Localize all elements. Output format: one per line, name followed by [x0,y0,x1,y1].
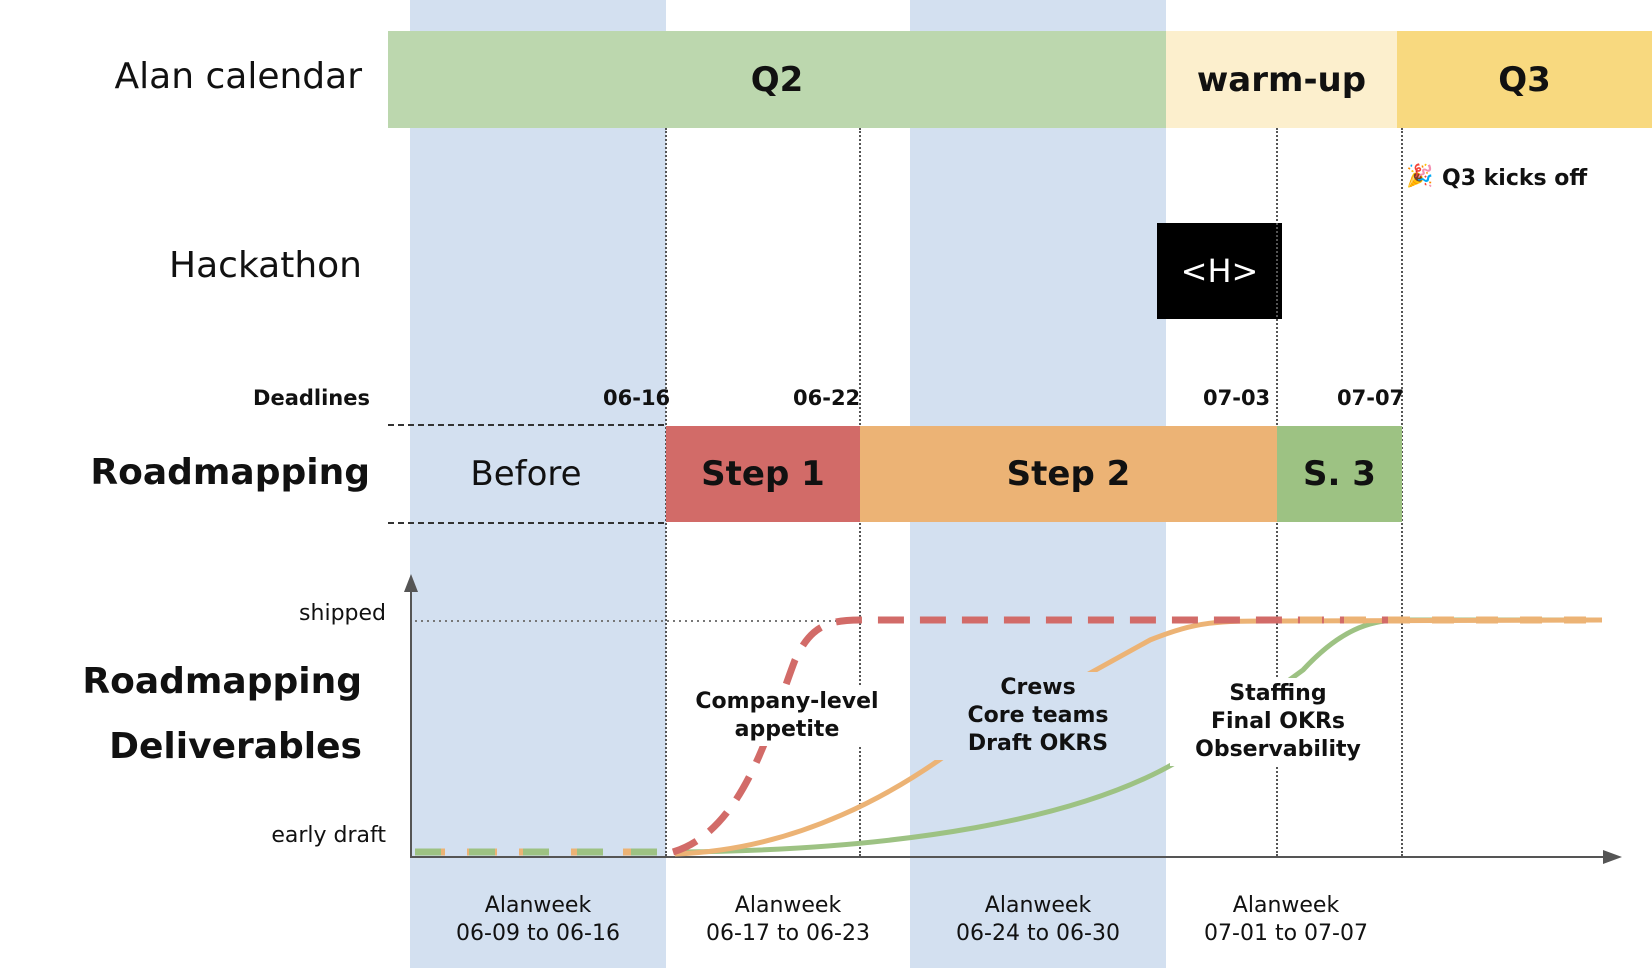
green-deliverable-curve [679,617,1602,855]
deliverables-step2: Crews Core teams Draft OKRS [910,672,1166,760]
week-3-name: Alanweek [984,893,1092,918]
deliverables-step3: Staffing Final OKRs Observability [1170,678,1386,766]
roadmap-step2: Step 2 [860,426,1277,522]
deliverable-crews: Crews [1000,675,1076,700]
y-axis-arrow [404,574,418,592]
deliverable-company-level: Company-level [695,689,879,714]
q3-kickoff-label: Q3 kicks off [1442,166,1588,191]
guide-07-07 [1401,128,1403,856]
week-1-name: Alanweek [484,893,592,918]
deliverable-core-teams: Core teams [967,703,1109,728]
deadline-4: 07-07 [1337,386,1405,410]
week-label-4: Alanweek 07-01 to 07-07 [1166,892,1406,948]
week-2-range: 06-17 to 06-23 [706,921,870,946]
week-4-range: 07-01 to 07-07 [1204,921,1368,946]
roadmap-step1: Step 1 [666,426,860,522]
deliverable-observability: Observability [1195,737,1361,762]
deliverable-final-okrs: Final OKRs [1210,709,1346,734]
deliverables-row-label-2: Deliverables [109,726,362,767]
deadline-1: 06-16 [603,386,671,410]
deliverable-draft-okrs: Draft OKRS [967,731,1109,756]
week-label-2: Alanweek 06-17 to 06-23 [668,892,908,948]
roadmapping-row-label: Roadmapping [90,452,370,493]
hackathon-row-label: Hackathon [169,245,362,286]
week-2-name: Alanweek [734,893,842,918]
calendar-row-label: Alan calendar [114,56,362,97]
red-deliverable-curve [671,616,1400,856]
axis-label-early-draft: early draft [271,823,386,848]
deadline-2: 06-22 [793,386,861,410]
week-label-3: Alanweek 06-24 to 06-30 [918,892,1158,948]
deliverables-row-label-1: Roadmapping [82,661,362,702]
deliverables-step1: Company-level appetite [683,686,891,746]
calendar-warmup: warm-up [1166,31,1397,128]
week-3-range: 06-24 to 06-30 [956,921,1120,946]
deadline-3: 07-03 [1203,386,1271,410]
calendar-q3: Q3 [1397,31,1652,128]
deliverable-appetite: appetite [734,717,840,742]
week-1-range: 06-09 to 06-16 [456,921,620,946]
roadmap-before: Before [388,424,664,524]
week-4-name: Alanweek [1232,893,1340,918]
roadmap-step3: S. 3 [1277,426,1402,522]
hackathon-block: <H> [1157,223,1282,319]
week-label-1: Alanweek 06-09 to 06-16 [418,892,658,948]
deadlines-row-label: Deadlines [253,386,370,410]
deliverable-staffing: Staffing [1229,681,1327,706]
x-axis-arrow [1603,850,1622,864]
party-popper-icon: 🎉 [1406,164,1434,189]
week-band-1 [410,0,666,968]
axis-label-shipped: shipped [299,601,386,626]
calendar-q2: Q2 [388,31,1166,128]
